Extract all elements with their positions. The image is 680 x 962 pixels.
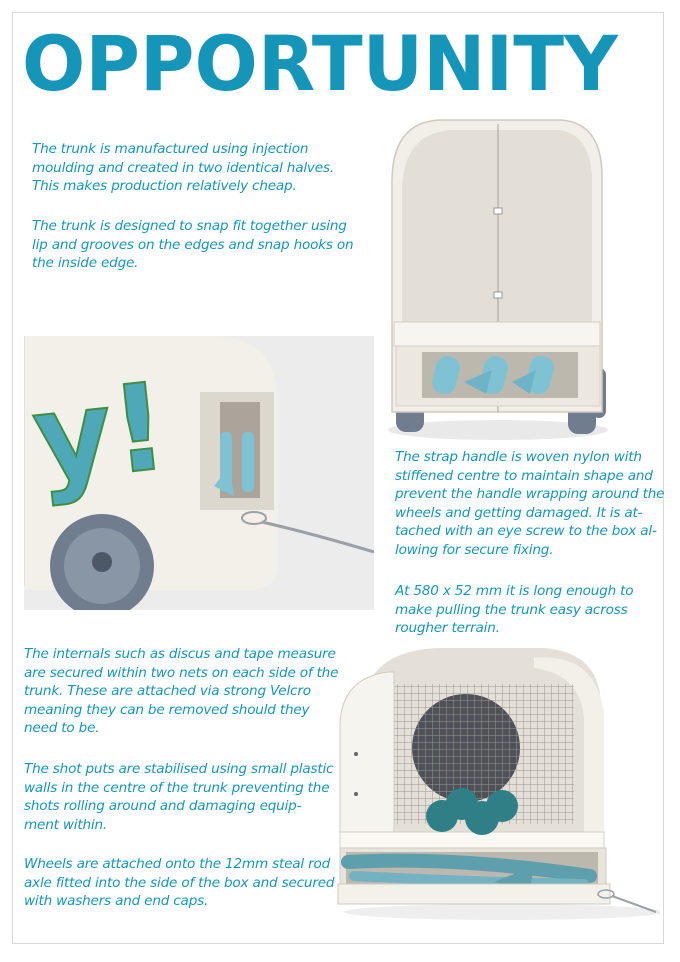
text-line: lip and grooves on the edges and snap ho… xyxy=(32,236,354,253)
text-line: stiffened centre to maintain shape and xyxy=(395,467,653,484)
text-line: axle fitted into the side of the box and… xyxy=(24,874,335,891)
page-title: OPPORTUNITY xyxy=(22,22,619,102)
text-line: ment within. xyxy=(24,816,108,833)
text-line: The strap handle is woven nylon with xyxy=(395,449,642,465)
text-line: tached with an eye screw to the box al- xyxy=(395,523,657,540)
text-line: prevent the handle wrapping around the xyxy=(395,486,665,503)
text-line: This makes production relatively cheap. xyxy=(32,178,297,195)
paragraph-snap-fit: The trunk is designed to snap fit togeth… xyxy=(32,217,354,273)
text-line: with washers and end caps. xyxy=(24,893,209,910)
text-line: the inside edge. xyxy=(32,255,139,272)
text-line: are secured within two nets on each side… xyxy=(24,664,339,681)
paragraph-wheels: Wheels are attached onto the 12mm steal … xyxy=(24,855,335,911)
trunk-half-render xyxy=(388,119,608,440)
paragraph-strap-length: At 580 x 52 mm it is long enough to make… xyxy=(395,582,634,638)
trunk-closeup-render: y! xyxy=(24,336,374,610)
text-line: need to be. xyxy=(24,720,100,737)
paragraph-strap-handle: The strap handle is woven nylon with sti… xyxy=(395,448,665,560)
text-line: Wheels are attached onto the 12mm steal … xyxy=(24,856,331,872)
page-title-text: OPPORTUNITY xyxy=(22,22,619,102)
text-line: meaning they can be removed should they xyxy=(24,701,310,718)
text-line: trunk. These are attached via strong Vel… xyxy=(24,683,311,700)
text-line: rougher terrain. xyxy=(395,620,500,637)
text-line: The trunk is manufactured using injectio… xyxy=(32,141,309,157)
text-line: walls in the centre of the trunk prevent… xyxy=(24,779,330,796)
text-line: lowing for secure fixing. xyxy=(395,541,554,558)
text-line: The shot puts are stabilised using small… xyxy=(24,761,334,777)
paragraph-manufacturing: The trunk is manufactured using injectio… xyxy=(32,140,334,196)
text-line: shots rolling around and damaging equip- xyxy=(24,798,302,815)
text-line: The internals such as discus and tape me… xyxy=(24,646,336,662)
paragraph-shot-puts: The shot puts are stabilised using small… xyxy=(24,760,334,834)
text-line: moulding and created in two identical ha… xyxy=(32,159,334,176)
text-line: At 580 x 52 mm it is long enough to xyxy=(395,583,634,599)
trunk-net-render xyxy=(337,648,660,920)
closeup-logo: y! xyxy=(27,358,174,510)
text-line: make pulling the trunk easy across xyxy=(395,601,628,618)
text-line: The trunk is designed to snap fit togeth… xyxy=(32,218,347,234)
paragraph-internals: The internals such as discus and tape me… xyxy=(24,645,338,738)
text-line: wheels and getting damaged. It is at- xyxy=(395,504,643,521)
